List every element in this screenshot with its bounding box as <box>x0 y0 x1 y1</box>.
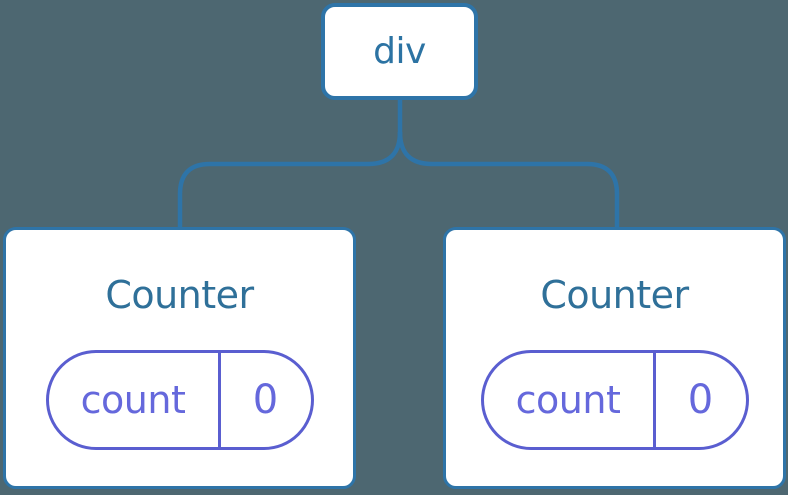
state-value-cell: 0 <box>217 353 311 447</box>
counter-title: Counter <box>540 273 689 317</box>
state-value: 0 <box>687 377 714 423</box>
state-key-label: count <box>515 378 621 422</box>
root-node: div <box>321 3 478 100</box>
state-key-label: count <box>80 378 186 422</box>
state-value-cell: 0 <box>652 353 746 447</box>
counter-node-left: Counter count 0 <box>3 227 356 489</box>
state-value: 0 <box>252 377 279 423</box>
connector-branch-left <box>177 131 403 229</box>
state-pill: count 0 <box>45 350 314 450</box>
state-pill: count 0 <box>480 350 749 450</box>
connector-branch-right <box>397 131 620 229</box>
state-key-cell: count <box>49 353 218 447</box>
state-key-cell: count <box>484 353 653 447</box>
counter-title: Counter <box>105 273 254 317</box>
root-node-label: div <box>373 31 426 72</box>
counter-node-right: Counter count 0 <box>443 227 786 489</box>
